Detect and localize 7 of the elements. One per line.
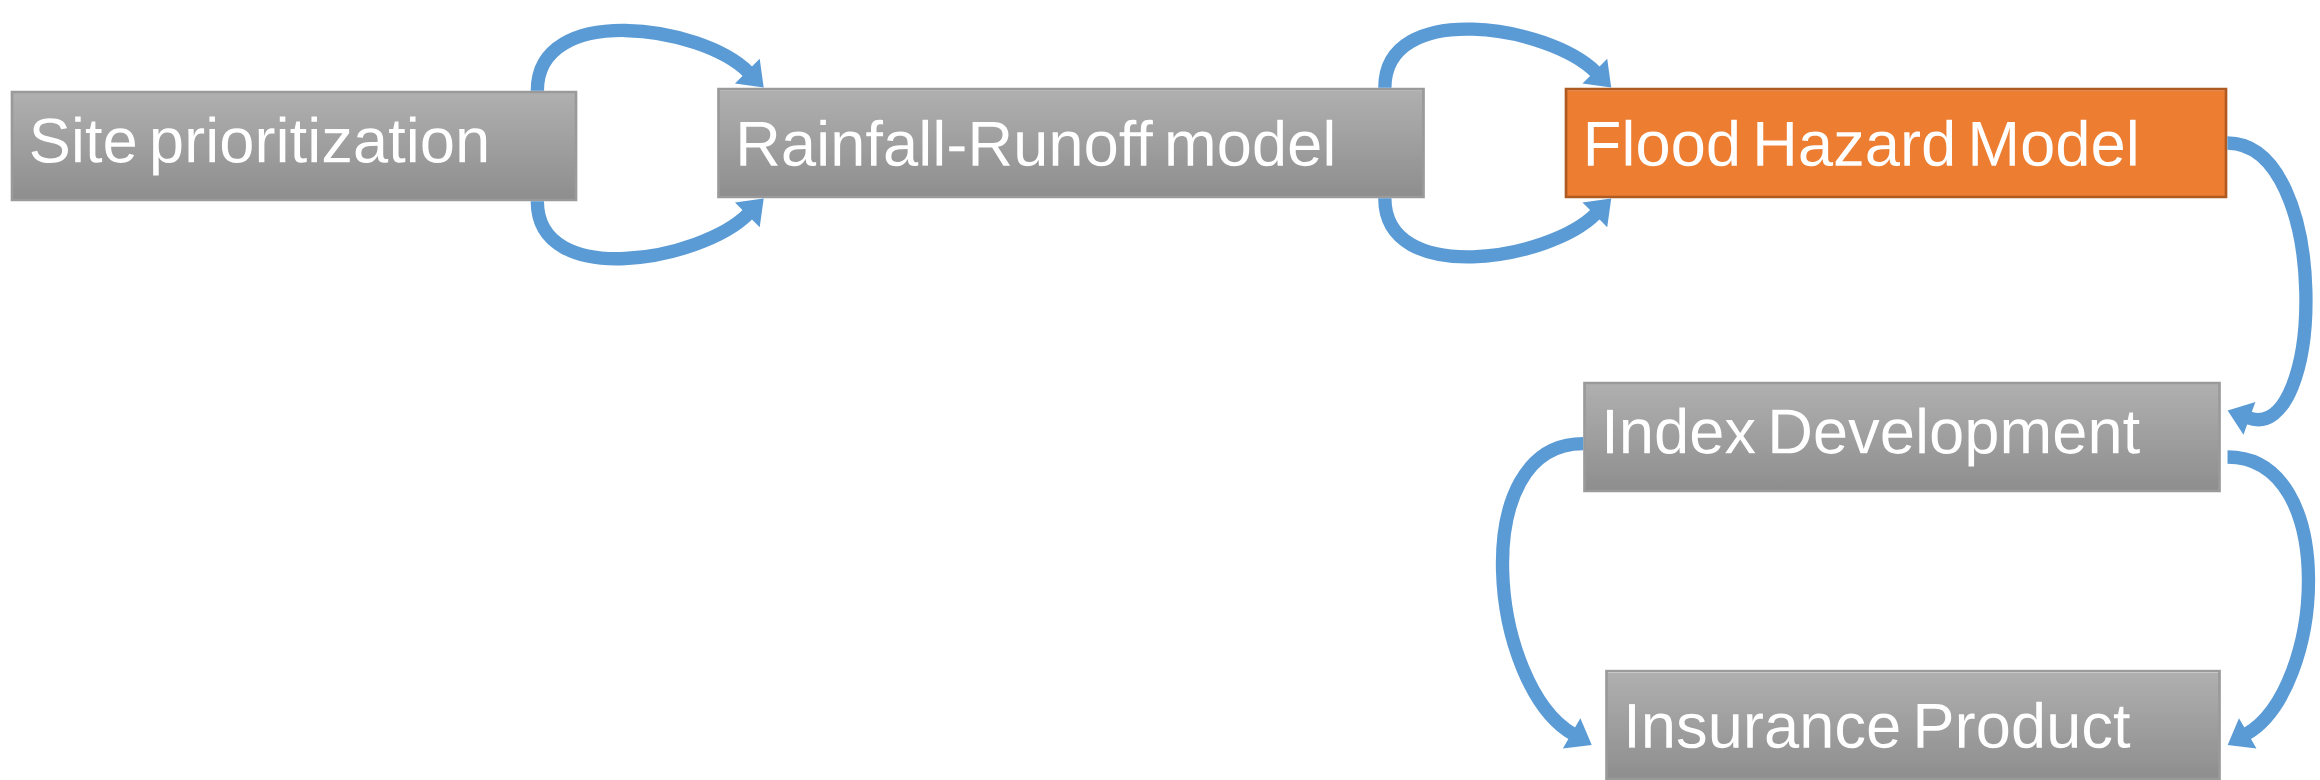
process-box: Index Development <box>1583 381 2221 493</box>
curved-arrow <box>2225 136 2313 435</box>
process-box: Insurance Product <box>1605 669 2221 780</box>
process-box: Site prioritization <box>10 90 578 202</box>
process-box: Rainfall-Runoff model <box>717 87 1425 199</box>
process-box: Flood Hazard Model <box>1564 87 2228 199</box>
curved-arrow <box>2226 450 2316 749</box>
